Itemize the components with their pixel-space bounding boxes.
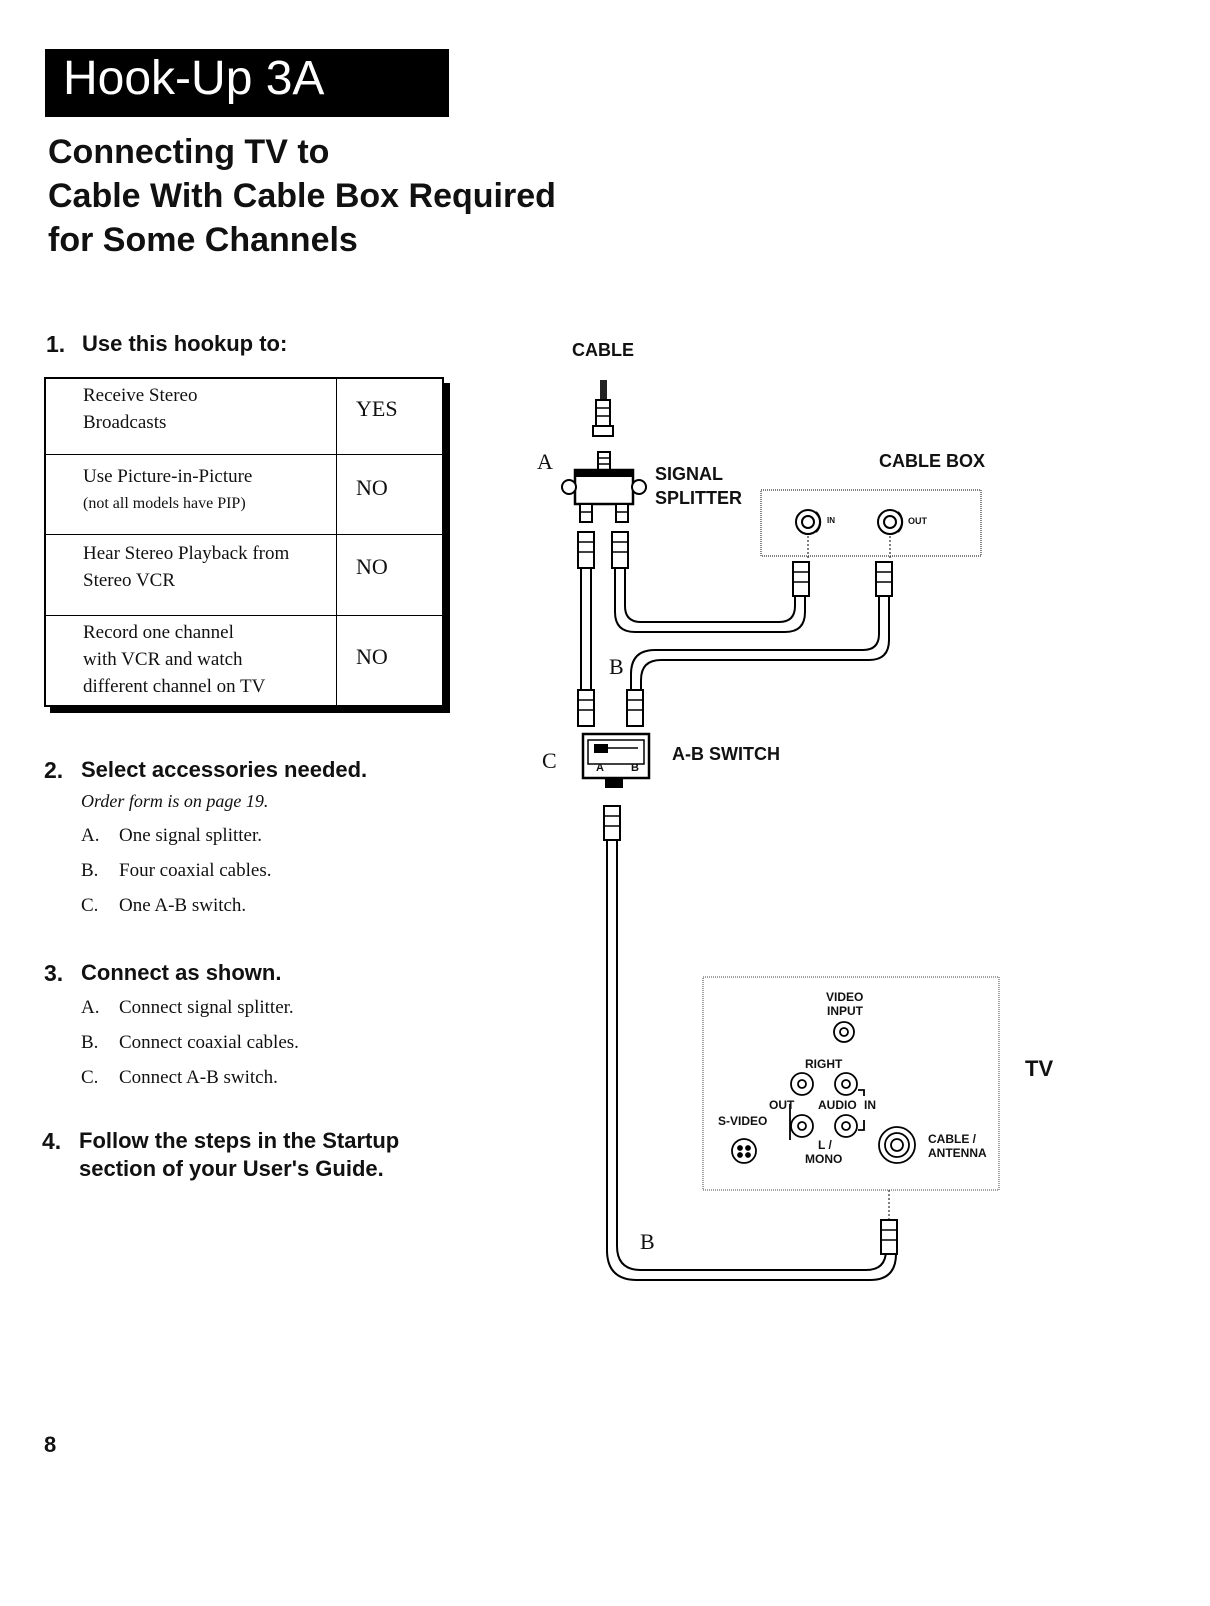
cable-antenna-label-1: CABLE / xyxy=(928,1132,976,1146)
step-3-number: 3. xyxy=(44,960,64,986)
table-value: YES xyxy=(356,396,398,421)
signal-splitter-label-1: SIGNAL xyxy=(655,464,724,484)
step-2-text: Select accessories needed. xyxy=(81,757,368,782)
usage-table: Receive Stereo Broadcasts YES Use Pictur… xyxy=(44,377,444,707)
ab-switch-label: A-B SWITCH xyxy=(672,744,780,764)
video-input-label-2: INPUT xyxy=(827,1004,863,1018)
s-video-label: S-VIDEO xyxy=(718,1114,768,1128)
diagram-letter-b-lower: B xyxy=(640,1229,655,1254)
list-item: C.One A-B switch. xyxy=(81,895,247,916)
subtitle-line-2: Cable With Cable Box Required xyxy=(48,177,556,215)
cable-antenna-label-2: ANTENNA xyxy=(928,1146,987,1160)
step-2-number: 2. xyxy=(44,757,64,783)
cable-box-out-label: OUT xyxy=(908,516,927,526)
signal-splitter-label-2: SPLITTER xyxy=(655,488,743,508)
title-bar: Hook-Up 3A xyxy=(45,49,449,117)
tv-rear-panel xyxy=(702,976,1000,1191)
cable-label: CABLE xyxy=(572,340,634,360)
switch-b-label: B xyxy=(631,762,639,774)
subtitle-line-1: Connecting TV to xyxy=(48,133,330,171)
right-label: RIGHT xyxy=(805,1057,843,1071)
table-value: NO xyxy=(356,554,388,579)
table-row: Receive Stereo Broadcasts YES xyxy=(46,379,442,455)
table-row: Use Picture-in-Picture (not all models h… xyxy=(46,455,442,535)
signal-splitter xyxy=(561,451,647,523)
diagram-letter-c: C xyxy=(542,748,557,773)
video-input-label-1: VIDEO xyxy=(826,990,864,1004)
step-1-text: Use this hookup to: xyxy=(82,331,288,356)
order-form-note: Order form is on page 19. xyxy=(81,791,269,811)
incoming-cable xyxy=(592,380,614,437)
step-4-text-line-2: section of your User's Guide. xyxy=(79,1156,384,1181)
table-feature: Receive Stereo Broadcasts xyxy=(83,385,198,433)
list-item: B.Four coaxial cables. xyxy=(81,860,272,881)
ab-switch xyxy=(581,732,651,788)
subtitle-line-3: for Some Channels xyxy=(48,221,358,259)
coaxial-cables xyxy=(577,531,898,1281)
in-label: IN xyxy=(864,1098,876,1112)
table-feature: Record one channel with VCR and watch di… xyxy=(83,622,266,697)
step-4-number: 4. xyxy=(42,1128,62,1154)
page-title: Hook-Up 3A xyxy=(63,52,325,105)
table-value: NO xyxy=(356,475,388,500)
tv-label: TV xyxy=(1025,1056,1054,1081)
l-mono-label-1: L / xyxy=(818,1138,832,1152)
diagram-letter-a: A xyxy=(537,449,553,474)
cable-box-label: CABLE BOX xyxy=(879,451,986,471)
list-item: B.Connect coaxial cables. xyxy=(81,1032,299,1053)
page-number: 8 xyxy=(44,1432,57,1457)
table-feature: Use Picture-in-Picture (not all models h… xyxy=(83,463,329,517)
cable-box xyxy=(760,489,982,560)
l-mono-label-2: MONO xyxy=(805,1152,843,1166)
switch-a-label: A xyxy=(596,762,604,774)
diagram-letter-b-upper: B xyxy=(609,654,624,679)
list-item: A.One signal splitter. xyxy=(81,825,263,846)
table-feature-note: (not all models have PIP) xyxy=(83,495,246,512)
step-3-text: Connect as shown. xyxy=(81,960,282,985)
list-item: A.Connect signal splitter. xyxy=(81,997,294,1018)
cable-box-in-label: IN xyxy=(827,516,835,525)
step-1-number: 1. xyxy=(46,331,66,357)
table-row: Record one channel with VCR and watch di… xyxy=(46,616,442,705)
out-label: OUT xyxy=(769,1098,795,1112)
table-value: NO xyxy=(356,644,388,669)
list-item: C.Connect A-B switch. xyxy=(81,1067,278,1088)
table-feature: Hear Stereo Playback from Stereo VCR xyxy=(83,543,290,591)
audio-label: AUDIO xyxy=(818,1098,857,1112)
table-row: Hear Stereo Playback from Stereo VCR NO xyxy=(46,535,442,616)
step-4-text-line-1: Follow the steps in the Startup xyxy=(79,1128,400,1153)
table-column-divider xyxy=(336,379,337,705)
